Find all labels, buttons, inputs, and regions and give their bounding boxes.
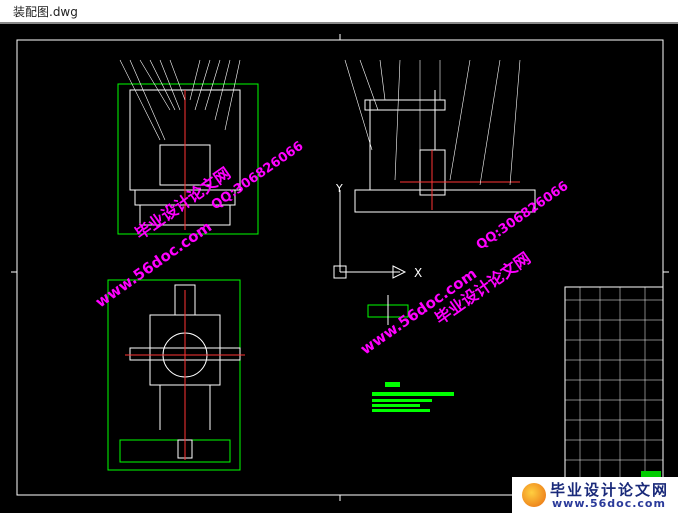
technical-notes	[372, 382, 454, 412]
front-view	[117, 59, 259, 235]
drawing-frame	[11, 34, 669, 501]
cad-drawing-canvas[interactable]: Y X 毕业设计论文网 QQ:306826066 www.56doc.com w…	[0, 24, 678, 513]
watermark-logo: 毕业设计论文网 www.56doc.com	[512, 477, 678, 513]
detail-view	[367, 295, 409, 325]
title-block	[564, 286, 664, 481]
ucs-axis-icon: Y X	[333, 182, 422, 280]
logo-site-url: www.56doc.com	[552, 497, 666, 510]
top-view	[107, 279, 245, 471]
side-view	[344, 59, 536, 213]
axis-x-label: X	[414, 266, 422, 280]
logo-site-cn: 毕业设计论文网	[550, 481, 670, 499]
logo-ball-icon	[522, 483, 546, 507]
window-title: 装配图.dwg	[13, 5, 78, 19]
axis-y-label: Y	[335, 182, 343, 195]
title-bar: 装配图.dwg	[0, 0, 678, 24]
watermark: 毕业设计论文网 QQ:306826066 www.56doc.com www.5…	[92, 139, 571, 359]
